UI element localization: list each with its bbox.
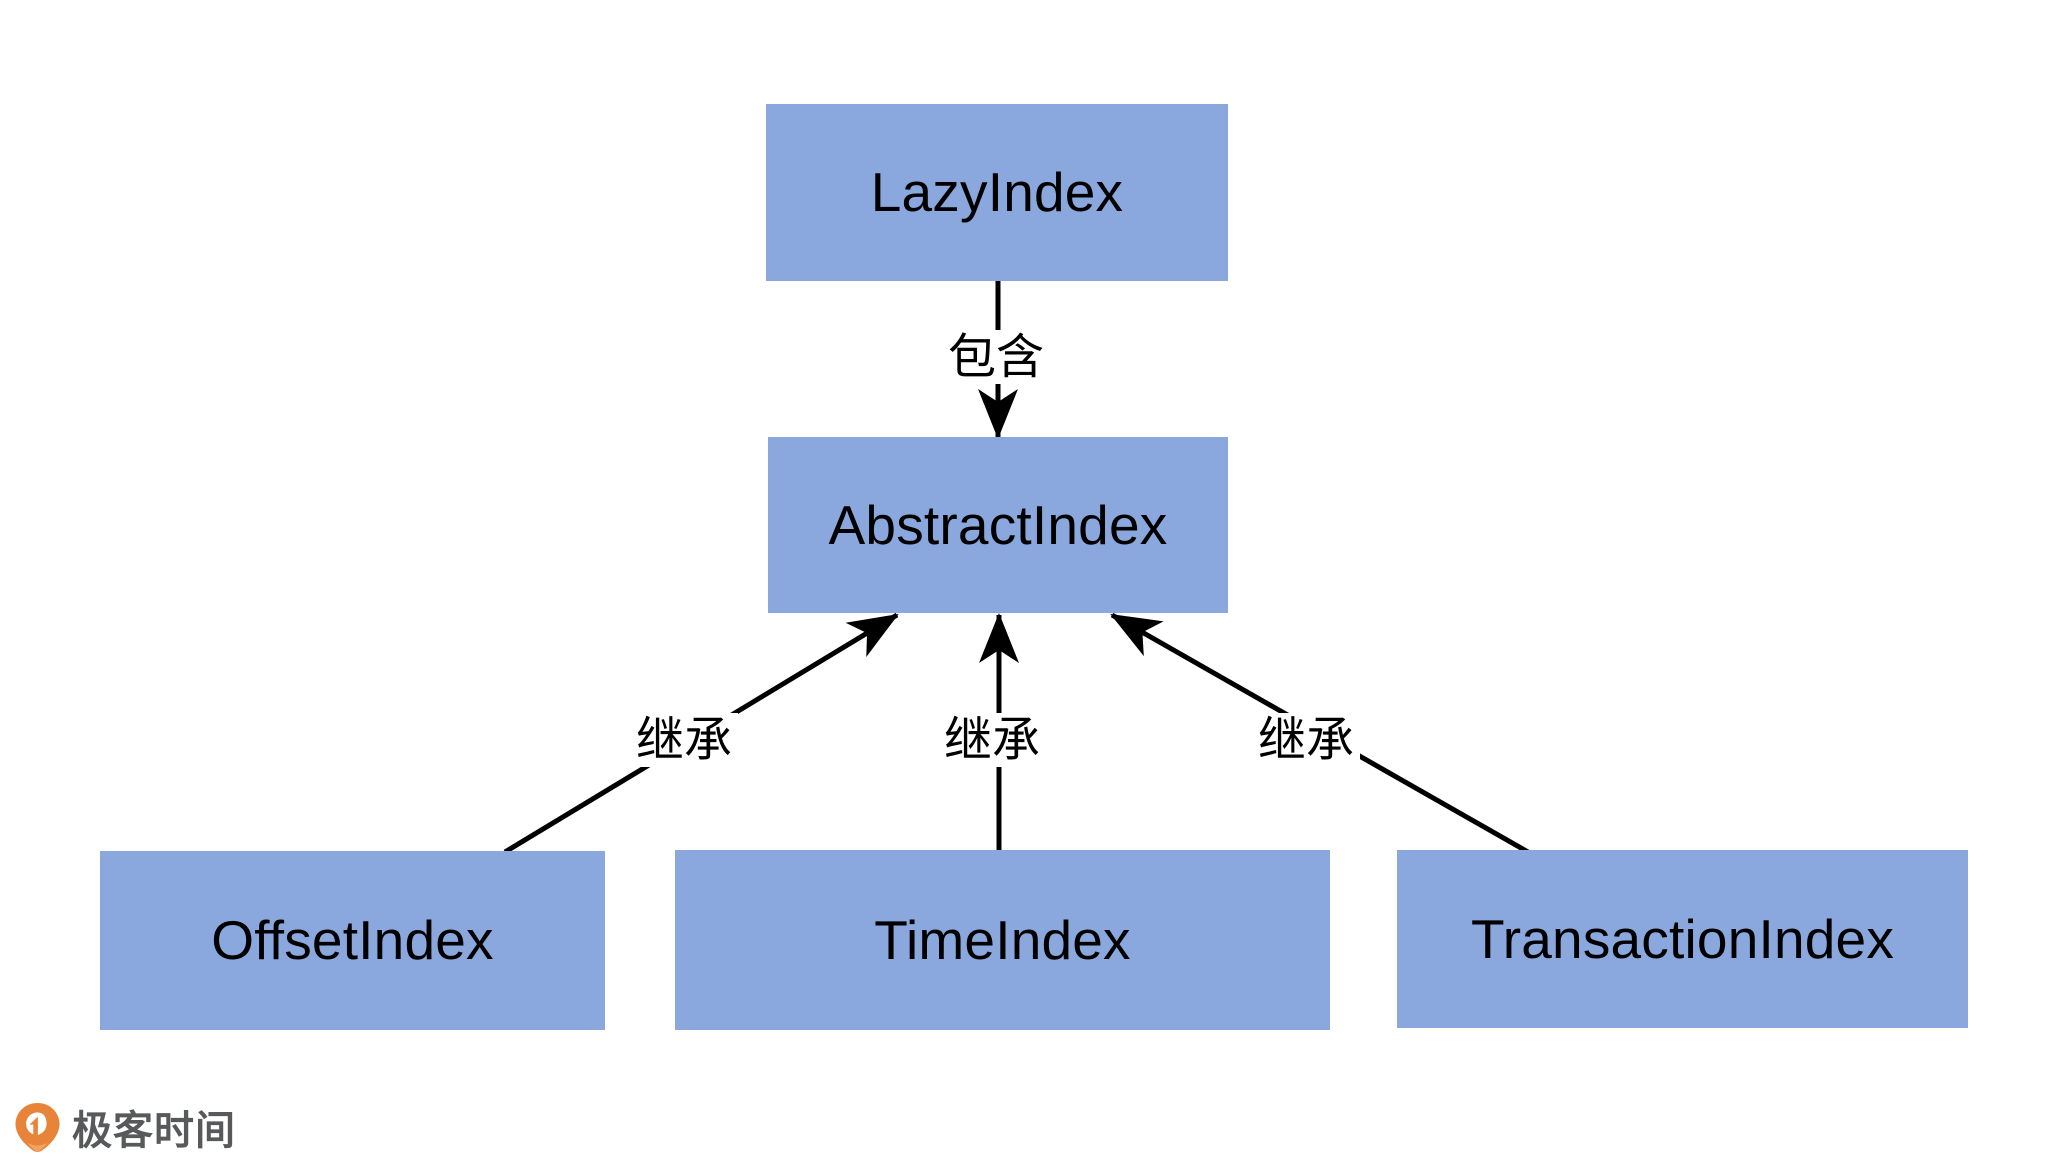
node-lazy-index[interactable]: LazyIndex: [766, 104, 1228, 281]
geektime-pin-icon: [14, 1102, 61, 1159]
node-time-index[interactable]: TimeIndex: [675, 850, 1330, 1030]
node-transaction-index[interactable]: TransactionIndex: [1397, 850, 1968, 1028]
edge-label-inherit-time: 继承: [938, 713, 1047, 767]
watermark: 极客时间: [14, 1102, 236, 1159]
node-offset-index[interactable]: OffsetIndex: [100, 851, 605, 1030]
edge-label-contains: 包含: [942, 330, 1051, 384]
node-abstract-index[interactable]: AbstractIndex: [768, 437, 1228, 613]
watermark-label: 极客时间: [72, 1107, 236, 1154]
edge-label-inherit-offset: 继承: [630, 713, 739, 767]
edge-label-inherit-transaction: 继承: [1252, 713, 1361, 767]
